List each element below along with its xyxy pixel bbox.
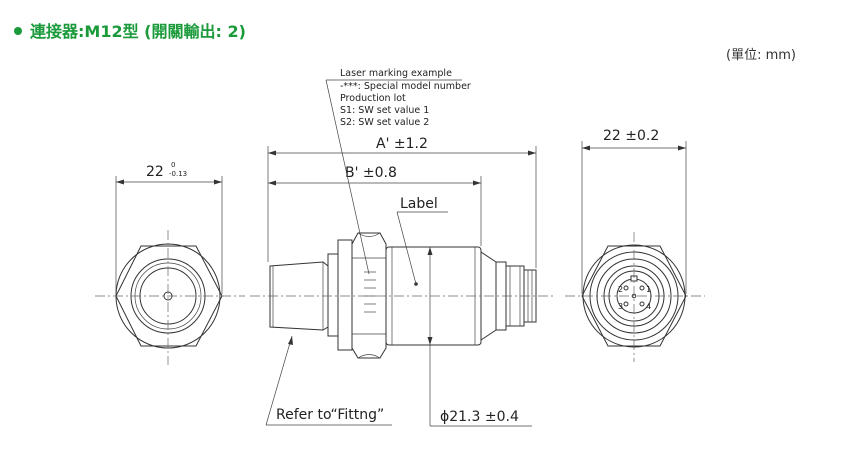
note-line-5: S2: SW set value 2 xyxy=(340,117,429,128)
neck-ring xyxy=(327,253,339,337)
left-dim-tol-upper: 0 xyxy=(171,161,175,169)
notes-block: Laser marking example -***: Special mode… xyxy=(340,68,471,128)
left-dim-arrow-r xyxy=(214,179,222,185)
pin-label-3: 3 xyxy=(618,302,623,311)
notes-leader xyxy=(325,79,370,275)
note-line-4: S1: SW set value 1 xyxy=(340,105,429,116)
dim-dia-arrow-bottom xyxy=(427,337,433,345)
center-side-view: A' ±1.2 B' ±0.8 ϕ21.3 ±0.4 Label Refer t… xyxy=(250,68,555,427)
laser-marking-area xyxy=(364,271,376,313)
hex-nut-curve-bottom xyxy=(357,354,381,359)
label-callout-text: Label xyxy=(400,196,438,212)
hex-nut-side xyxy=(351,232,387,359)
dim-dia-arrow-top xyxy=(427,247,433,255)
bullet-icon xyxy=(14,26,22,35)
pin-3-hole xyxy=(623,301,629,307)
dim-b-value: B' ±0.8 xyxy=(345,165,397,181)
left-dim-arrow-l xyxy=(116,179,124,185)
dim-dia-value: ϕ21.3 ±0.4 xyxy=(440,409,519,425)
right-connector-view: 2 1 3 4 22 ±0.2 xyxy=(565,128,705,362)
section-title: 連接器:M12型 (開關輸出: 2) xyxy=(14,18,246,42)
note-line-3: Production lot xyxy=(340,93,406,104)
pin-label-1: 1 xyxy=(646,285,651,294)
dim-a-arrow-r xyxy=(528,150,536,156)
note-line-1: Laser marking example xyxy=(340,68,452,79)
note-line-2: -***: Special model number xyxy=(340,81,471,92)
dim-a-value: A' ±1.2 xyxy=(376,136,428,152)
pin-1-hole xyxy=(639,285,645,291)
dim-a-arrow-l xyxy=(268,150,276,156)
fitting-callout-text: Refer to“Fittng” xyxy=(276,407,384,423)
pin-2-hole xyxy=(623,285,629,291)
left-hex-view: 22 0 -0.13 xyxy=(95,161,245,365)
left-dim-value: 22 xyxy=(146,164,164,180)
flange xyxy=(337,239,353,351)
pin-4-hole xyxy=(639,301,645,307)
right-dim-value: 22 ±0.2 xyxy=(603,128,659,144)
dim-b-arrow-r xyxy=(473,180,481,186)
dim-b-arrow-l xyxy=(268,180,276,186)
hex-nut-curve-top xyxy=(357,232,381,237)
left-dim-tol-lower: -0.13 xyxy=(169,170,187,178)
pin-label-2: 2 xyxy=(618,285,623,294)
label-callout-leader xyxy=(396,211,417,285)
fitting-callout-arrow xyxy=(288,336,293,345)
pin-label-4: 4 xyxy=(646,302,651,311)
section-title-text: 連接器:M12型 (開關輸出: 2) xyxy=(30,22,246,41)
right-dim-arrow-l xyxy=(582,145,590,151)
unit-label: (單位: mm) xyxy=(726,48,796,63)
right-dim-arrow-r xyxy=(678,145,686,151)
fitting-callout-leader xyxy=(265,335,293,426)
